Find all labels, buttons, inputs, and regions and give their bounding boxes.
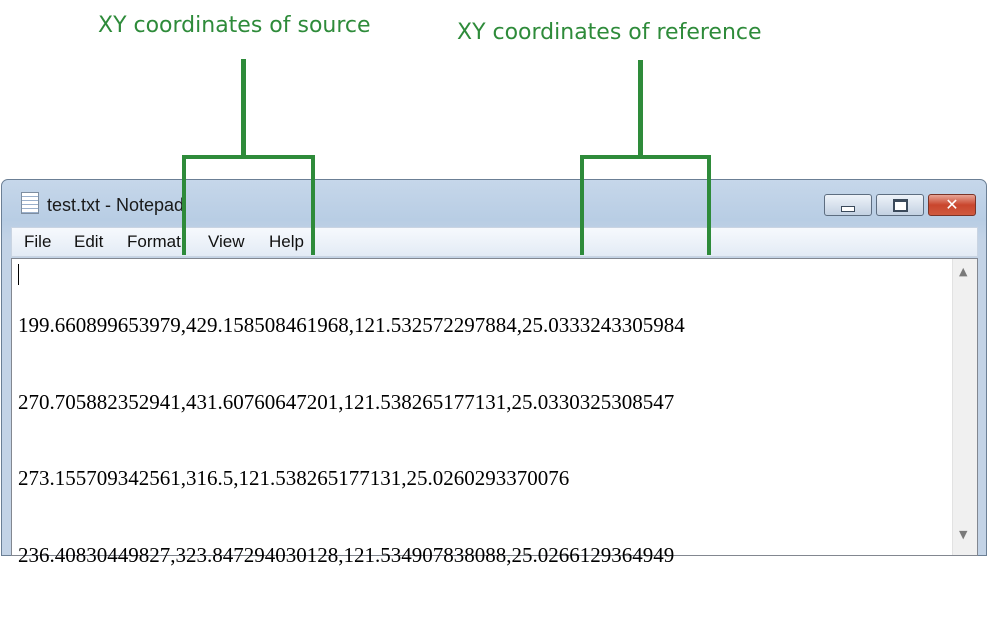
scroll-up-icon[interactable]: ▲ [959, 265, 968, 278]
annotation-source-bracket-right [311, 155, 315, 255]
annotation-reference-label: XY coordinates of reference [457, 20, 762, 45]
menu-help[interactable]: Help [269, 232, 304, 251]
menu-bar: File Edit Format View Help [11, 227, 978, 257]
text-line: 270.705882352941,431.60760647201,121.538… [18, 389, 675, 414]
menu-file[interactable]: File [24, 232, 52, 251]
maximize-icon [892, 198, 908, 212]
text-caret [18, 264, 19, 285]
annotation-source-bracket-top [182, 155, 315, 159]
close-icon: ✕ [945, 195, 959, 214]
notepad-window: test.txt - Notepad ✕ File Edit Format Vi… [1, 179, 987, 567]
annotation-reference-bracket-right [707, 155, 711, 255]
editor-text[interactable]: 199.660899653979,429.158508461968,121.53… [18, 262, 947, 619]
text-line: 236.40830449827,323.847294030128,121.534… [18, 542, 675, 567]
text-line: 273.155709342561,316.5,121.538265177131,… [18, 466, 570, 490]
window-title: test.txt - Notepad [47, 195, 185, 215]
title-bar[interactable]: test.txt - Notepad ✕ [2, 180, 986, 230]
minimize-icon [841, 206, 855, 212]
menu-format[interactable]: Format [127, 232, 181, 251]
scroll-down-icon[interactable]: ▼ [959, 528, 968, 541]
text-line: 199.660899653979,429.158508461968,121.53… [18, 313, 685, 337]
annotation-reference-bracket-left [580, 155, 584, 255]
vertical-scrollbar[interactable]: ▲ ▼ [952, 259, 977, 555]
close-button[interactable]: ✕ [928, 194, 976, 216]
annotation-reference-stem [638, 60, 643, 157]
notepad-icon [21, 192, 39, 214]
minimize-button[interactable] [824, 194, 872, 216]
annotation-source-label: XY coordinates of source [98, 13, 371, 38]
annotation-source-stem [241, 59, 246, 157]
menu-view[interactable]: View [208, 232, 245, 251]
maximize-button[interactable] [876, 194, 924, 216]
text-editor[interactable]: 199.660899653979,429.158508461968,121.53… [11, 258, 978, 567]
annotation-reference-bracket-top [580, 155, 711, 159]
annotation-source-bracket-left [182, 155, 186, 255]
menu-edit[interactable]: Edit [74, 232, 104, 251]
